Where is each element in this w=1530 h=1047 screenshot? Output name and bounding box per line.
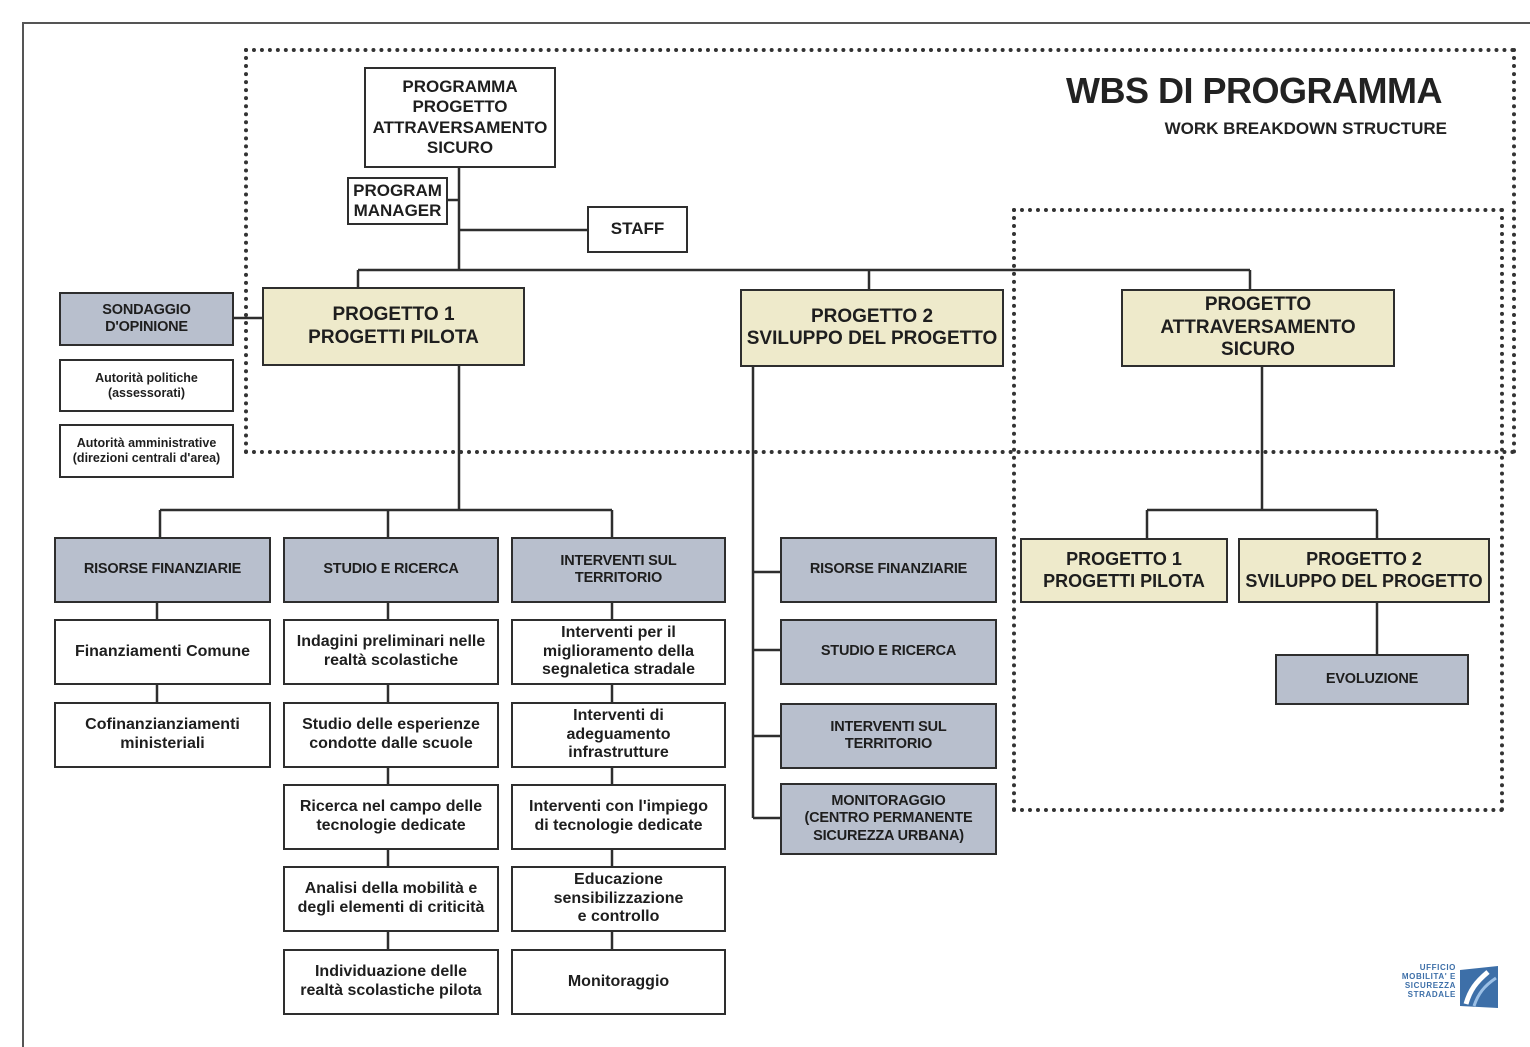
autorita-politiche-node: Autorità politiche(assessorati)	[59, 359, 234, 412]
p2-studio-ricerca-node: STUDIO E RICERCA	[780, 619, 997, 685]
risorse-finanziarie-header: RISORSE FINANZIARIE	[54, 537, 271, 603]
page-title: WBS DI PROGRAMMA	[1066, 70, 1442, 111]
evoluzione-node: EVOLUZIONE	[1275, 654, 1469, 705]
studio-ricerca-header: STUDIO E RICERCA	[283, 537, 499, 603]
autorita-amministrative-node: Autorità amministrative(direzioni centra…	[59, 424, 234, 478]
logo-road-icon	[1460, 966, 1498, 1008]
interventi-item: Monitoraggio	[511, 949, 726, 1015]
programme-zone-boundary	[244, 48, 1516, 454]
page-frame	[22, 22, 1530, 1047]
attraversamento-zone-boundary	[1012, 208, 1504, 812]
finanziamenti-comune-node: Finanziamenti Comune	[54, 619, 271, 685]
p2-risorse-finanziarie-node: RISORSE FINANZIARIE	[780, 537, 997, 603]
page-subtitle: WORK BREAKDOWN STRUCTURE	[1164, 119, 1447, 138]
staff-node: STAFF	[587, 206, 688, 253]
